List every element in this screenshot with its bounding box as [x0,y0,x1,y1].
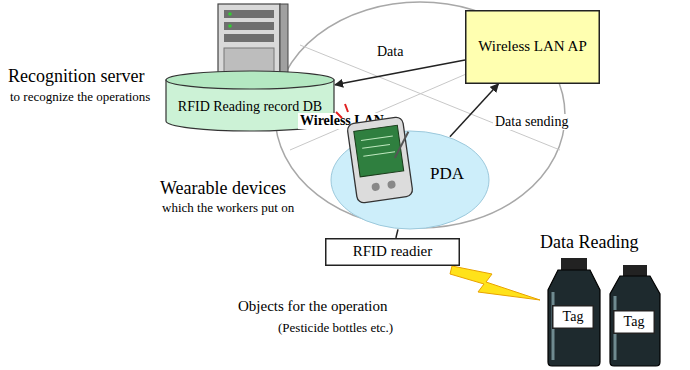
connector-arrow [396,229,398,238]
access-point-box: Wireless LAN AP [465,10,600,84]
edge-label: Data [375,44,405,60]
caption-label: to recognize the operations [10,90,150,105]
connector-arrow [450,84,499,137]
node-text: Wireless LAN AP [478,38,587,55]
tag-label: Tag [613,310,655,334]
reader-box: RFID readier [325,238,460,266]
caption-label: Recognition server [8,66,144,87]
lightning-bolt [450,266,540,300]
edge-label: Data sending [493,114,570,130]
caption-label: Wearable devices [160,178,286,199]
wearable-ellipse: PDA [330,130,490,230]
tag-label: Tag [552,305,594,329]
connector-arrow [335,60,465,85]
node-text: Tag [624,314,645,330]
node-text: RFID readier [353,243,433,260]
caption-label: Wireless LAN [298,113,386,129]
bottle-icon [548,258,600,366]
caption-label: which the workers put on [162,201,294,216]
caption-label: (Pesticide bottles etc.) [278,321,393,336]
bottle-icon [610,265,660,366]
node-text: PDA [430,164,464,184]
caption-label: Data Reading [540,232,638,253]
node-text: Tag [563,309,584,325]
caption-label: Objects for the operation [238,298,388,315]
wearable-ellipse-outline [330,130,490,230]
